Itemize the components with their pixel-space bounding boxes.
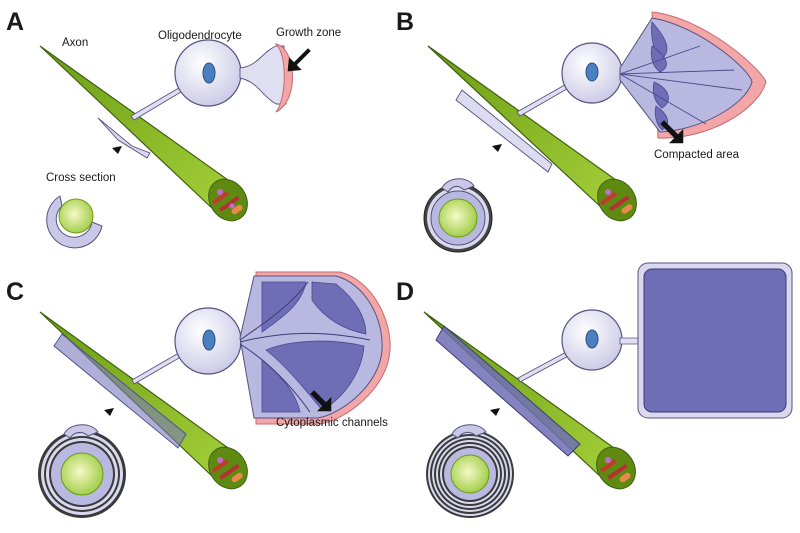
axon-cytoskeleton <box>211 189 243 215</box>
arrowhead-marker-icon <box>490 408 500 416</box>
nucleus <box>202 329 216 351</box>
growth-zone <box>274 43 293 113</box>
panel-letter-b: B <box>396 8 414 36</box>
cell-process <box>130 84 187 121</box>
panel-b: B Compacted area <box>396 8 767 253</box>
label-compacted-area: Compacted area <box>654 149 740 161</box>
panel-d: D <box>396 262 793 518</box>
cross-section <box>46 195 103 249</box>
arrow-icon <box>660 120 684 144</box>
panel-letter-d: D <box>396 278 414 306</box>
axon <box>427 45 637 222</box>
compacted-area <box>261 281 367 413</box>
cytoplasmic-channels <box>239 281 371 413</box>
growth-zone-process <box>239 45 287 105</box>
cross-section <box>38 424 126 518</box>
panel-letter-c: C <box>6 278 24 306</box>
arrow-icon <box>310 390 332 412</box>
cell-process <box>516 81 573 117</box>
label-axon: Axon <box>62 37 88 49</box>
panel-c: C Cytoplasmic channels <box>6 271 391 518</box>
cytoplasmic-lines <box>619 45 743 125</box>
myelin-wrap <box>97 117 151 159</box>
myelin-wrap <box>53 333 187 449</box>
arrowhead-marker-icon <box>492 144 502 152</box>
label-oligodendrocyte: Oligodendrocyte <box>158 30 242 42</box>
arrowhead-marker-icon <box>104 408 114 416</box>
myelin-wrap <box>455 89 553 173</box>
cell-process <box>517 349 573 383</box>
compacted-myelin-sheet <box>643 268 787 413</box>
label-cross-section: Cross section <box>46 172 116 184</box>
panel-letter-a: A <box>6 8 24 36</box>
panel-a: A Axon Oligodendrocyte Growth zone Cr <box>6 8 341 249</box>
myelin-wrap <box>435 325 581 457</box>
label-cytoplasmic-channels: Cytoplasmic channels <box>276 417 388 429</box>
cross-section <box>426 424 514 518</box>
cross-section <box>423 178 493 253</box>
axon <box>39 311 248 490</box>
arrowhead-marker-icon <box>112 146 122 154</box>
process-stalk <box>619 337 641 345</box>
arrow-icon <box>287 48 311 72</box>
label-growth-zone: Growth zone <box>276 27 341 39</box>
axon <box>39 45 248 222</box>
nucleus <box>202 62 216 84</box>
nucleus <box>585 62 599 82</box>
nucleus <box>585 329 599 349</box>
